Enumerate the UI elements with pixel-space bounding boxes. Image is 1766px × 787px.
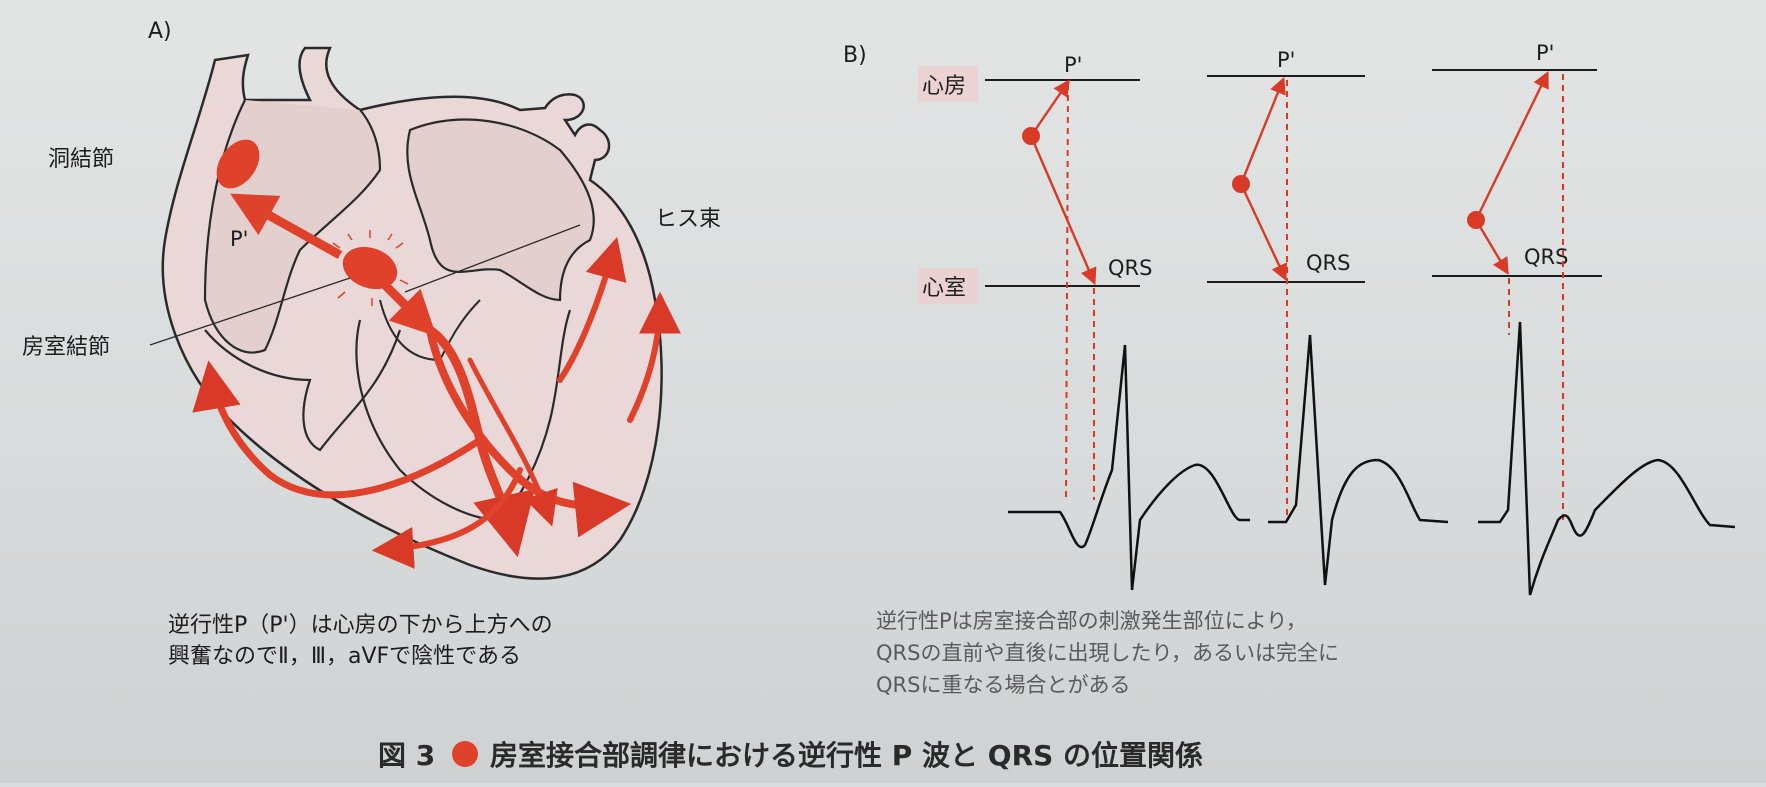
p-label-3: P' <box>1536 41 1554 65</box>
qrs-label-3: QRS <box>1524 245 1568 269</box>
p-label-1: P' <box>1064 53 1082 77</box>
case-1: P' QRS <box>985 53 1250 591</box>
p-label-2: P' <box>1277 48 1295 72</box>
atrium-tag-bg <box>918 66 978 102</box>
panel-b-label: B) <box>843 43 867 68</box>
qrs-label-2: QRS <box>1306 251 1350 275</box>
origin-dot-1 <box>1022 127 1040 145</box>
ecg-trace-2 <box>1268 334 1449 586</box>
caption-a-line1: 逆行性P（P'）は心房の下から上方への <box>168 613 553 638</box>
av-leader <box>149 277 351 346</box>
conduction-pathways <box>192 236 681 569</box>
ecg-trace-3 <box>1478 321 1736 596</box>
case-3: P' QRS <box>1432 41 1736 596</box>
sa-node <box>216 139 260 189</box>
panel-a-label: A) <box>148 19 172 44</box>
qrs-label-1: QRS <box>1108 256 1152 280</box>
av-node <box>342 246 398 290</box>
caption-b-line3: QRSに重なる場合とがある <box>876 673 1130 697</box>
his-leader <box>404 224 581 293</box>
case-2: P' QRS <box>1207 48 1449 586</box>
caption-b-line1: 逆行性Pは房室接合部の刺激発生部位により， <box>876 609 1307 633</box>
ecg-trace-1 <box>1008 344 1250 591</box>
atrium-label: 心房 <box>922 74 966 99</box>
p-prime-arrow <box>230 193 343 259</box>
p-prime-label-a: P' <box>230 227 248 251</box>
origin-dot-3 <box>1467 211 1485 229</box>
origin-dot-2 <box>1232 175 1250 193</box>
figure-number: 図 3 <box>378 739 435 772</box>
av-node-label: 房室結節 <box>22 335 110 360</box>
sa-node-label: 洞結節 <box>48 147 114 172</box>
heart-diagram <box>149 46 681 580</box>
caption-a-line2: 興奮なのでⅡ，Ⅲ，aVFで陰性である <box>168 644 521 669</box>
his-bundle-label: ヒス束 <box>655 207 721 232</box>
caption-b-line2: QRSの直前や直後に出現したり，あるいは完全に <box>876 641 1339 665</box>
figure-title: 房室接合部調律における逆行性 P 波と QRS の位置関係 <box>490 739 1203 772</box>
av-node-spark <box>332 230 409 306</box>
ventricle-label: 心室 <box>922 276 966 301</box>
title-bullet <box>452 741 478 767</box>
ventricle-tag-bg <box>918 268 978 304</box>
